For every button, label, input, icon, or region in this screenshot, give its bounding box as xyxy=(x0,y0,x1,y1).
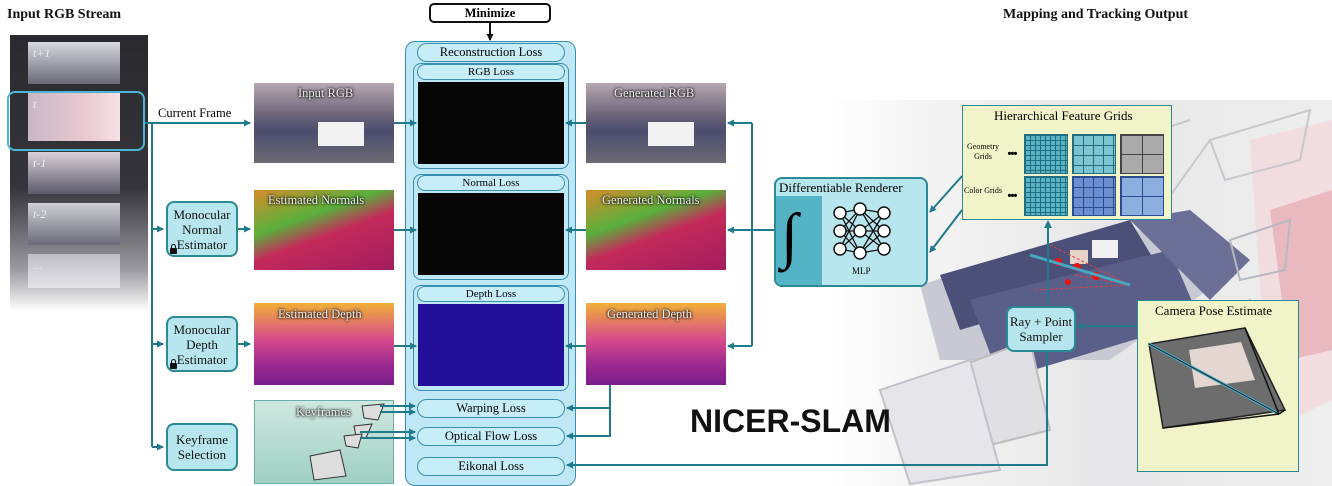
frame-label: t-1 xyxy=(33,156,47,170)
rgb-loss: RGB Loss xyxy=(417,64,565,80)
warping-loss: Warping Loss xyxy=(417,399,565,418)
eikonal-loss-label: Eikonal Loss xyxy=(458,459,524,473)
normal-loss-map xyxy=(418,193,564,275)
film-frame xyxy=(28,254,120,288)
color-grid-fine xyxy=(1024,176,1068,216)
camera-frustum-icon xyxy=(1148,327,1287,429)
minimize-box: Minimize xyxy=(429,3,551,23)
geometry-grids-label: Geometry Grids xyxy=(967,142,999,161)
ray-point-sampler-label: Ray + Point Sampler xyxy=(1009,314,1073,344)
frame-label: ... xyxy=(33,258,42,272)
depth-loss-label: Depth Loss xyxy=(465,288,517,300)
optical-flow-loss-label: Optical Flow Loss xyxy=(444,429,538,443)
depth-estimator-box: Monocular Depth Estimator xyxy=(166,316,238,372)
keyframe-selection-label: Keyframe Selection xyxy=(176,432,228,462)
geometry-grid-mid xyxy=(1072,134,1116,174)
nicer-slam-title: NICER-SLAM xyxy=(690,403,891,439)
depth-loss-map xyxy=(418,304,564,386)
geometry-dots: ... xyxy=(1007,138,1018,160)
depth-loss: Depth Loss xyxy=(417,286,565,302)
estimated-normals-image xyxy=(254,190,394,270)
input-rgb-label: Input RGB xyxy=(298,86,354,100)
color-dots: ... xyxy=(1007,180,1018,202)
minimize-label: Minimize xyxy=(464,5,516,20)
normal-estimator-box: Monocular Normal Estimator xyxy=(166,201,238,257)
ray-point-sampler-box: Ray + Point Sampler xyxy=(1006,306,1076,352)
table-shape xyxy=(648,122,694,146)
normal-loss-label: Normal Loss xyxy=(462,177,520,189)
reconstruction-loss-label: Reconstruction Loss xyxy=(439,45,543,59)
mlp-label: MLP xyxy=(852,266,871,276)
estimated-depth-image xyxy=(254,303,394,385)
current-frame-highlight xyxy=(7,91,145,151)
rgb-loss-map xyxy=(418,82,564,164)
keyframe-selection-box: Keyframe Selection xyxy=(166,423,238,471)
color-grid-mid xyxy=(1072,176,1116,216)
depth-estimator-label: Monocular Depth Estimator xyxy=(173,321,231,367)
generated-rgb-label: Generated RGB xyxy=(614,86,695,100)
geometry-grid-fine xyxy=(1024,134,1068,174)
reconstruction-loss: Reconstruction Loss xyxy=(417,43,565,62)
camera-pose-label: Camera Pose Estimate xyxy=(1155,303,1272,318)
table-shape xyxy=(318,122,364,146)
integral-icon: ∫ xyxy=(781,202,798,270)
estimated-normals-label: Estimated Normals xyxy=(268,193,365,207)
optical-flow-loss: Optical Flow Loss xyxy=(417,427,565,446)
generated-normals-image xyxy=(586,190,726,270)
generated-depth-label: Generated Depth xyxy=(607,307,693,321)
lock-icon xyxy=(170,359,177,369)
renderer-title: Differentiable Renderer xyxy=(779,180,903,195)
rgb-loss-label: RGB Loss xyxy=(467,66,515,78)
warping-loss-label: Warping Loss xyxy=(456,401,526,415)
keyframes-cameras xyxy=(309,403,385,481)
normal-estimator-label: Monocular Normal Estimator xyxy=(173,206,231,252)
film-frame xyxy=(28,93,120,141)
normal-loss: Normal Loss xyxy=(417,175,565,191)
renderer-integral-panel xyxy=(776,196,822,285)
frame-label: t xyxy=(33,97,37,111)
estimated-depth-label: Estimated Depth xyxy=(278,307,362,321)
feature-grids-title: Hierarchical Feature Grids xyxy=(994,108,1133,123)
frame-label: t+1 xyxy=(33,46,51,60)
generated-normals-label: Generated Normals xyxy=(602,193,700,207)
mlp-network-icon xyxy=(833,202,891,260)
color-grid-coarse xyxy=(1120,176,1164,216)
current-frame-label: Current Frame xyxy=(158,106,232,120)
lock-icon xyxy=(170,244,177,254)
geometry-grid-coarse xyxy=(1120,134,1164,174)
frame-label: t-2 xyxy=(33,207,47,221)
color-grids-label: Color Grids xyxy=(964,186,1002,195)
output-header: Mapping and Tracking Output xyxy=(1003,7,1189,22)
eikonal-loss: Eikonal Loss xyxy=(417,457,565,476)
keyframes-label: Keyframes xyxy=(296,405,351,419)
film-frame xyxy=(28,152,120,194)
film-frame xyxy=(28,42,120,84)
film-frame xyxy=(28,203,120,245)
input-stream-header: Input RGB Stream xyxy=(7,7,122,22)
